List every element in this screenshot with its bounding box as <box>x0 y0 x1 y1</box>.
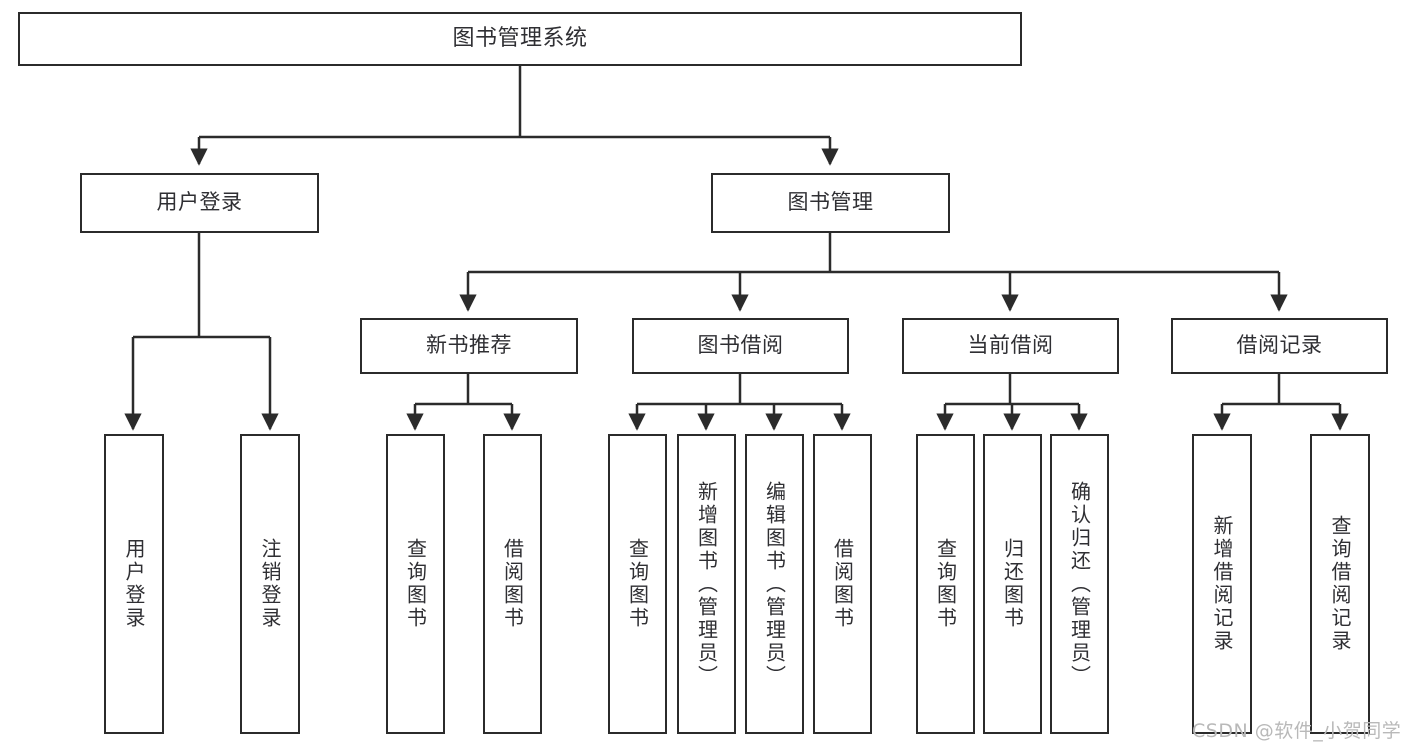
leaf-label: 借阅图书 <box>830 538 855 630</box>
leaf-recommend-query-book[interactable]: 查询图书 <box>386 434 445 734</box>
leaf-borrow-add-book[interactable]: 新增图书（管理员） <box>677 434 736 734</box>
node-book-borrow[interactable]: 图书借阅 <box>632 318 849 374</box>
leaf-current-confirm-return[interactable]: 确认归还（管理员） <box>1050 434 1109 734</box>
leaf-record-query-record[interactable]: 查询借阅记录 <box>1310 434 1370 734</box>
node-current-borrow[interactable]: 当前借阅 <box>902 318 1119 374</box>
leaf-label: 用户登录 <box>122 538 146 630</box>
node-book-management[interactable]: 图书管理 <box>711 173 950 233</box>
leaf-user-login-login[interactable]: 用户登录 <box>104 434 164 734</box>
leaf-label: 查询图书 <box>403 538 428 630</box>
leaf-borrow-edit-book[interactable]: 编辑图书（管理员） <box>745 434 804 734</box>
leaf-label: 归还图书 <box>1000 538 1025 630</box>
leaf-label: 查询图书 <box>625 538 650 630</box>
leaf-label: 新增图书（管理员） <box>694 480 719 688</box>
leaf-label: 借阅图书 <box>500 538 525 630</box>
node-new-book-recommend[interactable]: 新书推荐 <box>360 318 578 374</box>
leaf-record-add-record[interactable]: 新增借阅记录 <box>1192 434 1252 734</box>
leaf-label: 新增借阅记录 <box>1210 515 1234 653</box>
node-root-system[interactable]: 图书管理系统 <box>18 12 1022 66</box>
node-borrow-record[interactable]: 借阅记录 <box>1171 318 1388 374</box>
leaf-current-return-book[interactable]: 归还图书 <box>983 434 1042 734</box>
leaf-borrow-query-book[interactable]: 查询图书 <box>608 434 667 734</box>
leaf-label: 确认归还（管理员） <box>1067 480 1092 688</box>
csdn-watermark: CSDN @软件_小贺同学 <box>1192 720 1402 742</box>
leaf-current-query-book[interactable]: 查询图书 <box>916 434 975 734</box>
leaf-label: 编辑图书（管理员） <box>762 480 787 688</box>
leaf-recommend-borrow-book[interactable]: 借阅图书 <box>483 434 542 734</box>
leaf-label: 查询图书 <box>933 538 958 630</box>
leaf-label: 查询借阅记录 <box>1328 515 1352 653</box>
leaf-borrow-borrow-book[interactable]: 借阅图书 <box>813 434 872 734</box>
leaf-user-login-logout[interactable]: 注销登录 <box>240 434 300 734</box>
node-user-login[interactable]: 用户登录 <box>80 173 319 233</box>
leaf-label: 注销登录 <box>258 538 282 630</box>
